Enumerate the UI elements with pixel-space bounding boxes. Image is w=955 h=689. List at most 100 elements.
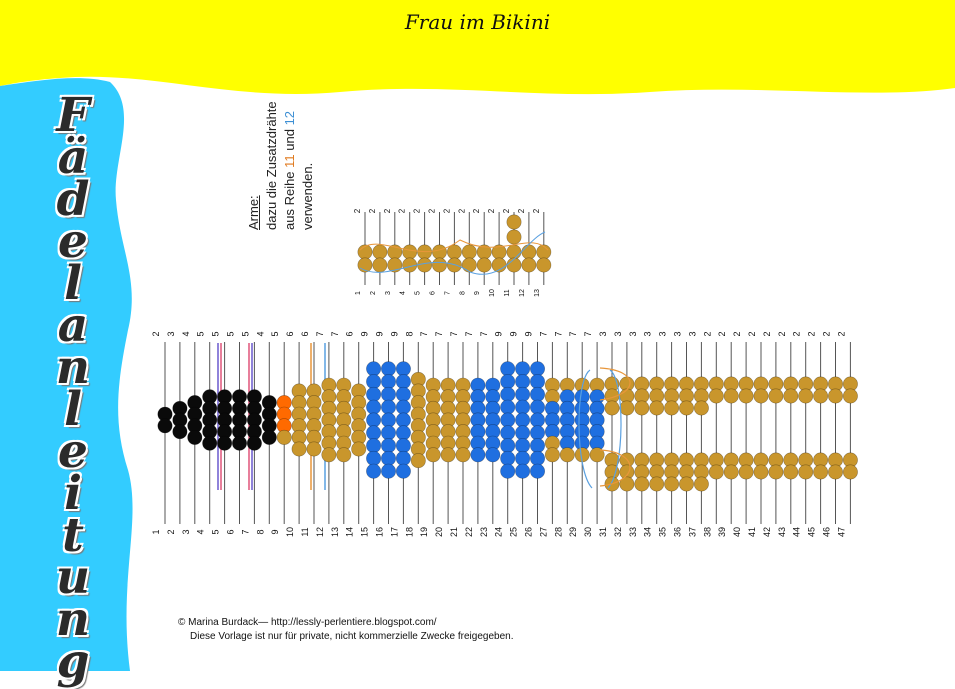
blue-bead <box>395 450 411 466</box>
row-number: 6 <box>226 529 236 534</box>
bead-count: 3 <box>598 331 608 336</box>
arm-bead <box>476 257 492 273</box>
arm-bead <box>506 214 522 230</box>
leg-bead <box>798 464 814 480</box>
arm-bead <box>536 257 552 273</box>
arm-bead <box>461 257 477 273</box>
blue-bead <box>366 463 382 479</box>
arms-line2-mid: und <box>282 125 297 155</box>
bead-count: 4 <box>181 331 191 336</box>
bead-count: 2 <box>792 331 802 336</box>
leg-bead <box>634 400 650 416</box>
bead-count: 9 <box>509 331 519 336</box>
blue-bead <box>515 438 531 454</box>
blue-bead <box>380 412 396 428</box>
gold-bead <box>544 447 560 463</box>
leg-bead <box>693 400 709 416</box>
leg-bead <box>649 476 665 492</box>
row-number: 37 <box>687 527 697 537</box>
arm-bead-count: 2 <box>413 208 422 213</box>
arm-bead-count: 2 <box>487 208 496 213</box>
gold-bead <box>276 429 292 445</box>
leg-bead <box>783 388 799 404</box>
blue-bead <box>529 463 545 479</box>
arm-bead <box>387 257 403 273</box>
side-title-letter: i <box>64 466 82 521</box>
arm-bead <box>506 229 522 245</box>
leg-bead <box>664 400 680 416</box>
arms-row-a: 11 <box>282 154 297 168</box>
row-number: 23 <box>479 527 489 537</box>
bead-count: 7 <box>568 331 578 336</box>
blue-bead <box>366 438 382 454</box>
blue-bead <box>366 412 382 428</box>
row-number: 5 <box>211 529 221 534</box>
bead-count: 3 <box>687 331 697 336</box>
bead-count: 9 <box>494 331 504 336</box>
bead-count: 7 <box>583 331 593 336</box>
side-title-letter: l <box>64 382 82 437</box>
row-number: 32 <box>613 527 623 537</box>
bead-count: 7 <box>434 331 444 336</box>
leg-bead <box>783 464 799 480</box>
leg-bead <box>827 464 843 480</box>
blue-bead <box>366 425 382 441</box>
arm-bead <box>521 244 537 260</box>
footer-license: Diese Vorlage ist nur für private, nicht… <box>190 631 514 642</box>
background-bands <box>0 0 955 671</box>
row-number: 47 <box>836 527 846 537</box>
arm-bead-count: 2 <box>457 208 466 213</box>
bead-count: 3 <box>628 331 638 336</box>
bead-count: 8 <box>404 331 414 336</box>
thread-loop <box>599 367 631 487</box>
side-title-letter: e <box>58 214 88 269</box>
row-number: 13 <box>330 527 340 537</box>
row-number: 20 <box>434 527 444 537</box>
row-number: 3 <box>181 529 191 534</box>
side-title-letter: ä <box>57 130 89 185</box>
arm-bead-count: 2 <box>398 208 407 213</box>
blue-bead <box>395 412 411 428</box>
bead-count: 7 <box>315 331 325 336</box>
left-blue-band <box>0 78 133 671</box>
side-title-letter: l <box>64 256 82 311</box>
row-number: 34 <box>643 527 653 537</box>
blue-bead <box>380 438 396 454</box>
black-bead <box>172 424 188 440</box>
blue-bead <box>380 450 396 466</box>
bead-count: 2 <box>822 331 832 336</box>
row-number: 45 <box>807 527 817 537</box>
blue-bead <box>515 386 531 402</box>
arms-heading: Arme: <box>246 195 261 230</box>
arm-row-number: 7 <box>444 291 451 295</box>
row-number: 7 <box>240 529 250 534</box>
bead-count: 6 <box>300 331 310 336</box>
blue-bead <box>500 450 516 466</box>
arm-row-number: 9 <box>474 291 481 295</box>
blue-bead <box>515 450 531 466</box>
blue-bead <box>380 386 396 402</box>
bead-count: 7 <box>449 331 459 336</box>
blue-bead <box>500 425 516 441</box>
row-number: 22 <box>464 527 474 537</box>
arm-bead <box>446 244 462 260</box>
blue-bead <box>515 399 531 415</box>
bead-count: 9 <box>524 331 534 336</box>
row-number: 29 <box>568 527 578 537</box>
bead-count: 2 <box>836 331 846 336</box>
row-number: 24 <box>494 527 504 537</box>
side-title-letter: a <box>57 298 89 353</box>
blue-bead <box>529 438 545 454</box>
gold-bead <box>336 447 352 463</box>
bead-count: 7 <box>419 331 429 336</box>
leg-bead <box>708 388 724 404</box>
leg-bead <box>738 388 754 404</box>
row-number: 8 <box>255 529 265 534</box>
leg-bead <box>768 464 784 480</box>
arm-thread <box>359 239 549 252</box>
arm-row-number: 3 <box>385 291 392 295</box>
gold-bead <box>291 441 307 457</box>
bead-count: 7 <box>553 331 563 336</box>
black-bead <box>187 429 203 445</box>
side-title-letter: t <box>62 508 84 563</box>
